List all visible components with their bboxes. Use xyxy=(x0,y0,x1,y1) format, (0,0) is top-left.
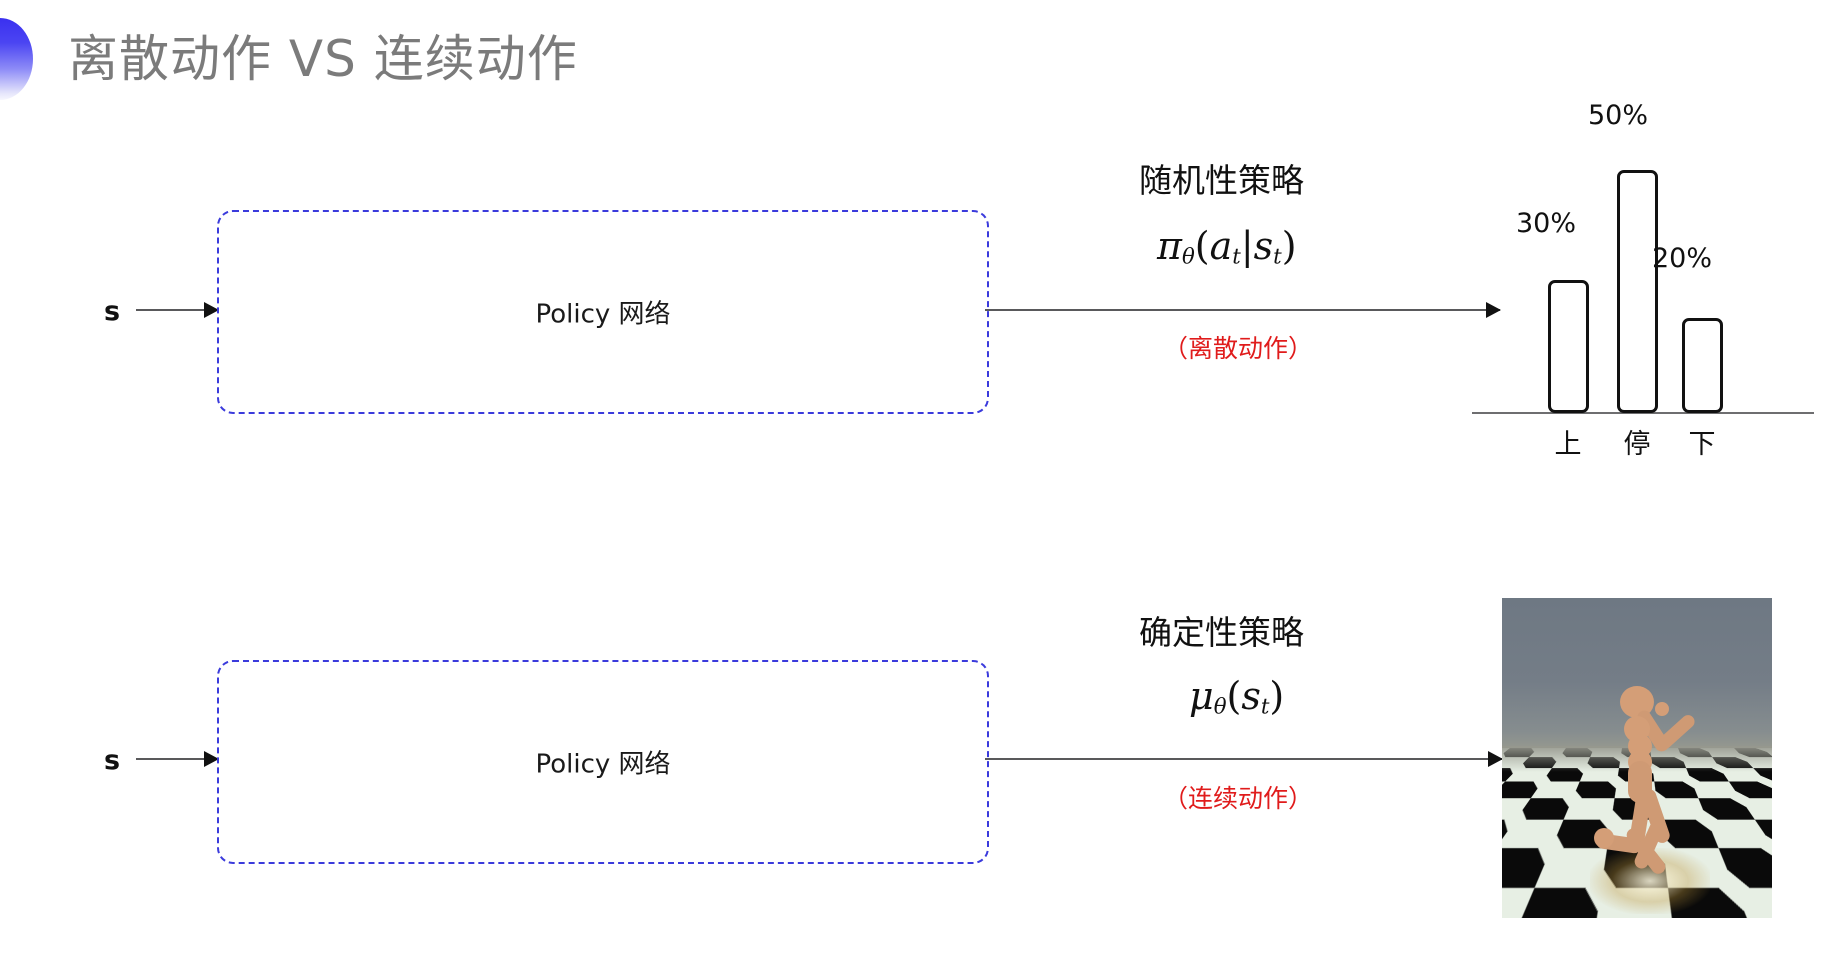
formula-arg1: s xyxy=(1241,674,1261,718)
policy-network-box-continuous[interactable]: Policy 网络 xyxy=(217,660,989,864)
humanoid-render-thumbnail xyxy=(1502,598,1772,918)
page-title: 离散动作 VS 连续动作 xyxy=(68,30,578,88)
chart-axis-baseline xyxy=(1472,412,1814,414)
formula-open-paren: ( xyxy=(1226,674,1242,718)
bar-0 xyxy=(1548,280,1589,413)
policy-network-box-discrete[interactable]: Policy 网络 xyxy=(217,210,989,414)
bar-category-label-1: 停 xyxy=(1623,429,1651,460)
formula-arg2-sub: t xyxy=(1273,244,1282,270)
policy-network-label-continuous: Policy 网络 xyxy=(535,749,671,780)
formula-subscript: θ xyxy=(1213,694,1227,720)
policy-note-continuous: （连续动作） xyxy=(1163,783,1314,813)
policy-formula-discrete: πθ(at|st) xyxy=(1157,220,1313,284)
policy-network-label-discrete: Policy 网络 xyxy=(535,299,671,330)
formula-open-paren: ( xyxy=(1194,224,1210,268)
state-label-continuous: s xyxy=(104,745,121,776)
humanoid-hand xyxy=(1655,702,1669,716)
bar-value-label-0: 30% xyxy=(1515,208,1576,239)
bar-category-label-2: 下 xyxy=(1688,429,1716,460)
bar-2 xyxy=(1682,318,1723,413)
formula-close-paren: ) xyxy=(1281,224,1297,268)
policy-formula-continuous: μθ(st) xyxy=(1189,670,1313,734)
policy-annotation-discrete: 随机性策略 πθ(at|st) （离散动作） xyxy=(1139,160,1313,366)
formula-symbol: π xyxy=(1157,224,1182,268)
policy-heading-discrete: 随机性策略 xyxy=(1139,161,1304,200)
arrow-policy-to-output-continuous xyxy=(985,758,1502,760)
formula-arg1-sub: t xyxy=(1232,244,1241,270)
formula-arg1: a xyxy=(1209,224,1233,268)
arrow-state-to-policy-continuous xyxy=(136,758,218,760)
policy-note-discrete: （离散动作） xyxy=(1163,333,1314,363)
bar-value-label-1: 50% xyxy=(1587,100,1648,131)
discrete-action-bar-chart: 30% 上 50% 停 20% 下 xyxy=(1460,100,1820,460)
formula-symbol: μ xyxy=(1189,674,1214,718)
title-accent-shape xyxy=(0,18,33,100)
formula-close-paren: ) xyxy=(1269,674,1285,718)
policy-annotation-continuous: 确定性策略 μθ(st) （连续动作） xyxy=(1139,612,1313,816)
humanoid-knee xyxy=(1594,828,1614,848)
bar-1 xyxy=(1617,170,1658,413)
formula-subscript: θ xyxy=(1181,244,1195,270)
bar-value-label-2: 20% xyxy=(1651,243,1712,274)
arrow-state-to-policy-discrete xyxy=(136,309,218,311)
formula-separator: | xyxy=(1240,224,1254,268)
bar-category-label-0: 上 xyxy=(1554,429,1582,460)
state-label-discrete: s xyxy=(104,296,121,327)
formula-arg2: s xyxy=(1253,224,1274,268)
arrow-policy-to-output-discrete xyxy=(985,309,1500,311)
policy-heading-continuous: 确定性策略 xyxy=(1139,613,1304,652)
formula-arg1-sub: t xyxy=(1260,694,1270,720)
